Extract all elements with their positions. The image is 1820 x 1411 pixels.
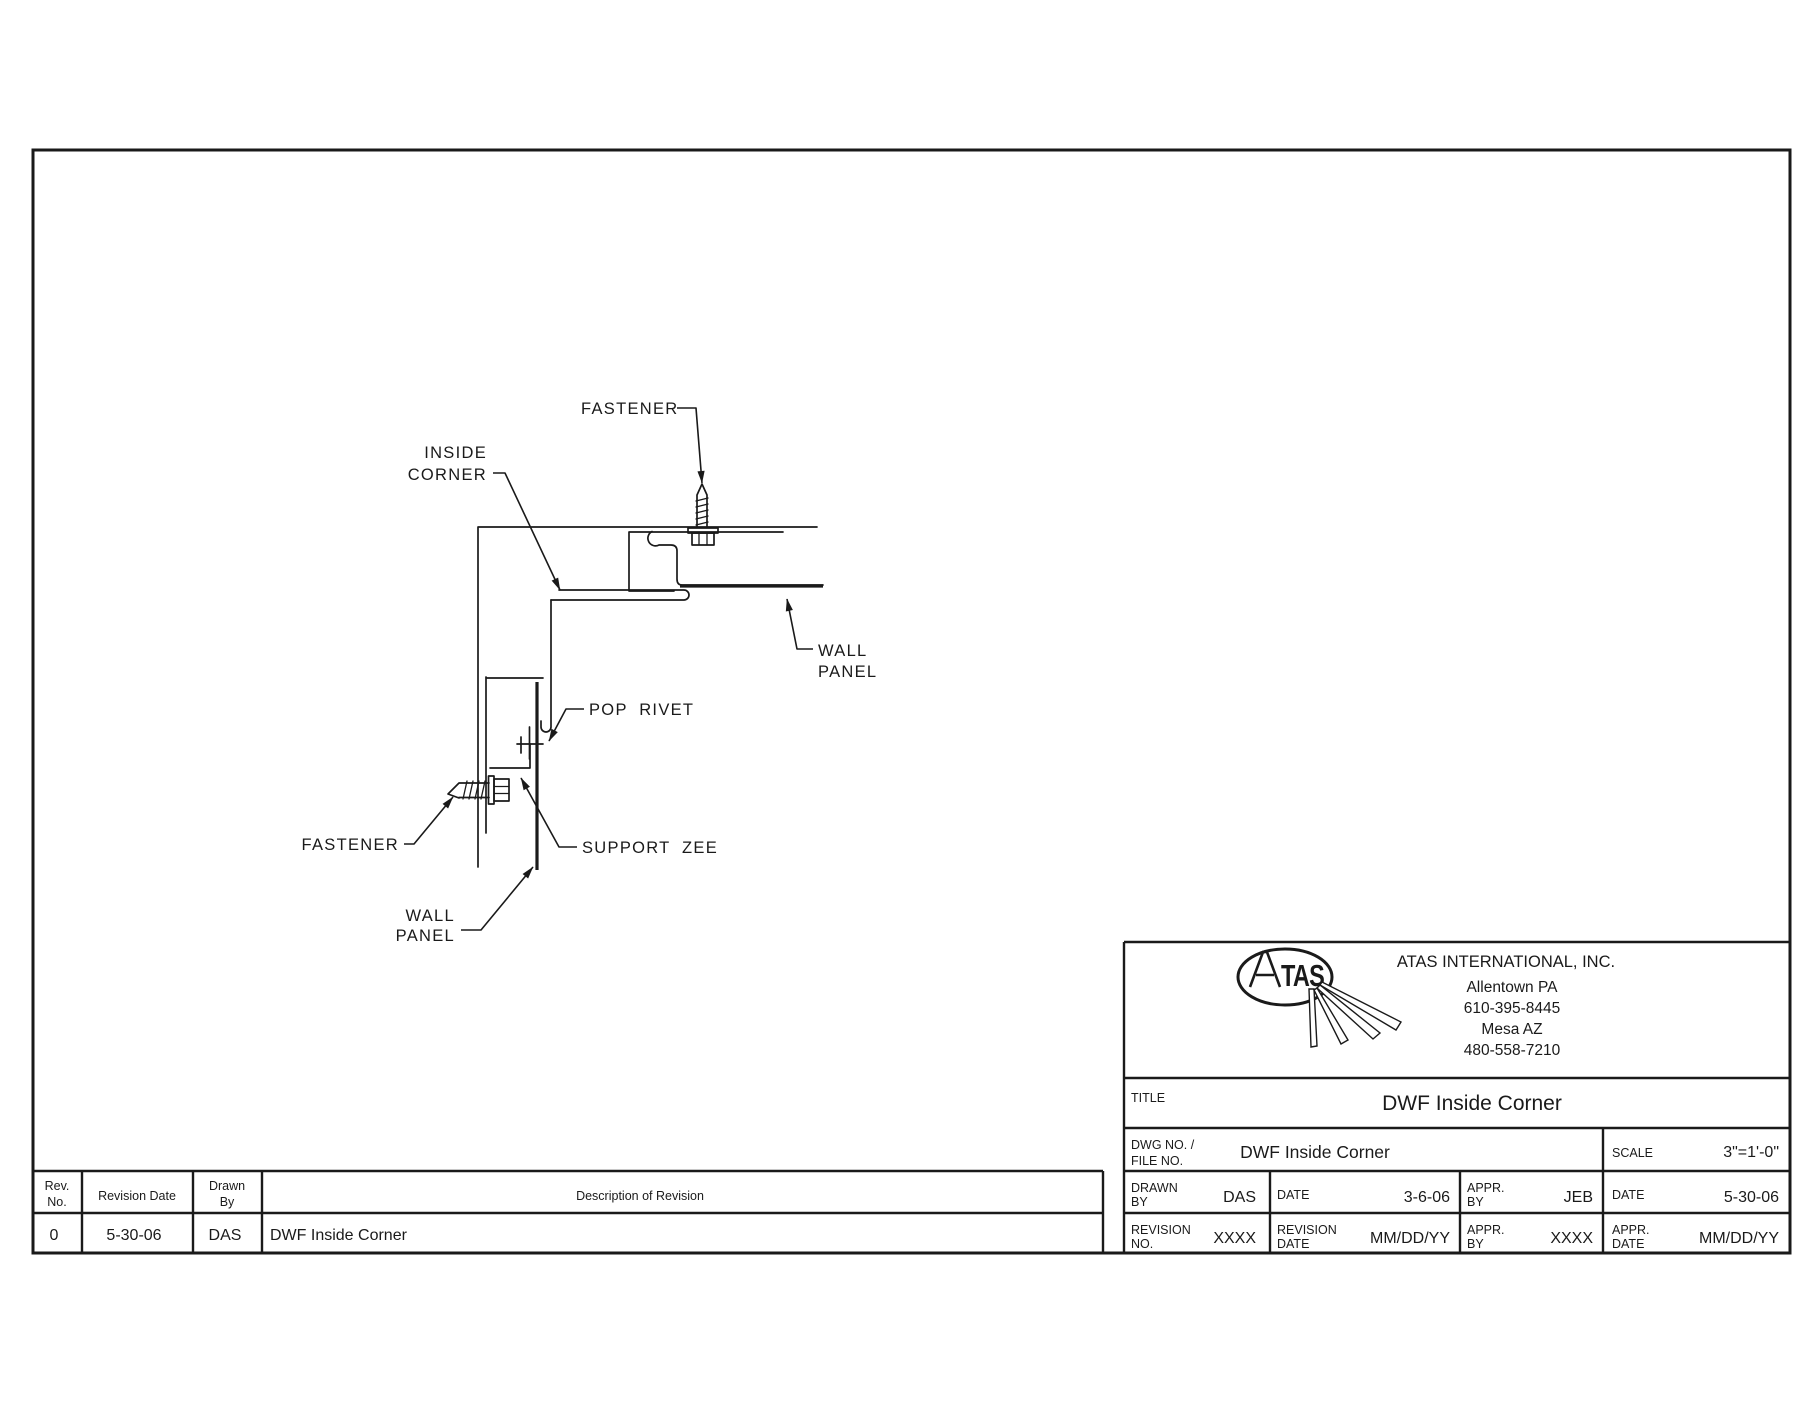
inside-corner-label-line2: CORNER (408, 466, 487, 484)
date-label-2: DATE (1612, 1188, 1644, 1202)
drawn-by-label-line2: BY (1131, 1195, 1148, 1209)
company-name: ATAS INTERNATIONAL, INC. (1397, 953, 1615, 971)
pop-rivet-label: POP RIVET (589, 701, 694, 719)
revision-no-label-line2: NO. (1131, 1237, 1153, 1251)
description-header: Description of Revision (576, 1189, 704, 1203)
revision-row-drawn-by: DAS (209, 1227, 242, 1244)
fastener-screw-bottom (447, 775, 510, 805)
fastener-top-label: FASTENER (581, 400, 679, 418)
scale-label: SCALE (1612, 1146, 1653, 1160)
revision-no-value: XXXX (1213, 1230, 1256, 1247)
wall-panel-right-label-line1: WALL (818, 642, 868, 660)
atas-logo-rays (1308, 981, 1402, 1048)
dwg-no-label-line2: FILE NO. (1131, 1154, 1183, 1168)
appr-by-label-line1: APPR. (1467, 1181, 1505, 1195)
support-zee-profile (485, 676, 544, 834)
revision-no-label-line1: REVISION (1131, 1223, 1191, 1237)
appr-date-label-line1: APPR. (1612, 1223, 1650, 1237)
company-city-1: Allentown PA (1466, 979, 1558, 996)
wall-panel-bottom-label-line1: WALL (405, 907, 455, 925)
date-label-1: DATE (1277, 1188, 1309, 1202)
wall-panel-right-label-line2: PANEL (818, 663, 877, 681)
date-value-2: 5-30-06 (1724, 1189, 1779, 1206)
revision-table-row: 0 5-30-06 DAS DWF Inside Corner (50, 1227, 408, 1244)
page-border (31, 148, 1792, 1255)
atas-logo-letter-a (1248, 950, 1282, 988)
panel-clip-profile (628, 531, 784, 592)
title-block: TAS ATAS INTERNATIONAL, INC. Allentown P… (1122, 940, 1791, 1253)
revision-table-grid (32, 1169, 1105, 1253)
revision-date-header: Revision Date (98, 1189, 176, 1203)
detail-drawing: FASTENER INSIDE CORNER WALL PANEL POP RI… (301, 400, 877, 945)
fastener-bottom-leader-arrow (404, 796, 454, 845)
fastener-top-leader-arrow (677, 407, 705, 484)
drawn-by-label-line1: DRAWN (1131, 1181, 1178, 1195)
rev-no-header-line1: Rev. (45, 1179, 70, 1193)
inside-corner-label-line1: INSIDE (424, 444, 487, 462)
support-zee-leader-arrow (520, 777, 577, 848)
dwg-no-label-line1: DWG NO. / (1131, 1138, 1195, 1152)
wall-panel-right-profile (647, 530, 824, 586)
support-zee-label: SUPPORT ZEE (582, 839, 718, 857)
appr-date-label-line2: DATE (1612, 1237, 1644, 1251)
drawn-by-header-line2: By (220, 1195, 235, 1209)
fastener-screw-top (687, 483, 719, 546)
revision-row-description: DWF Inside Corner (270, 1227, 408, 1244)
title-label: TITLE (1131, 1091, 1165, 1105)
company-phone-1: 610-395-8445 (1464, 1000, 1561, 1017)
fastener-bottom-label: FASTENER (301, 836, 399, 854)
rev-no-header-line2: No. (47, 1195, 66, 1209)
inside-corner-leader-arrow (493, 472, 561, 591)
appr-by2-label-line1: APPR. (1467, 1223, 1505, 1237)
appr-date-value: MM/DD/YY (1699, 1230, 1779, 1247)
drawn-by-header-line1: Drawn (209, 1179, 245, 1193)
scale-value: 3"=1'-0" (1723, 1144, 1779, 1161)
company-phone-2: 480-558-7210 (1464, 1042, 1561, 1059)
revision-row-number: 0 (50, 1227, 59, 1244)
drawn-by-value: DAS (1223, 1189, 1256, 1206)
appr-by-value: JEB (1564, 1189, 1593, 1206)
wall-panel-right-leader-arrow (785, 598, 813, 650)
wall-panel-bottom-label-line2: PANEL (396, 927, 455, 945)
appr-by2-value: XXXX (1550, 1230, 1593, 1247)
appr-by-label-line2: BY (1467, 1195, 1484, 1209)
drawing-title: DWF Inside Corner (1382, 1092, 1562, 1115)
substrate-corner-line (477, 526, 818, 868)
revision-date-value: MM/DD/YY (1370, 1230, 1450, 1247)
corner-trim-horizontal-leg (550, 589, 690, 601)
company-city-2: Mesa AZ (1481, 1021, 1542, 1038)
appr-by2-label-line2: BY (1467, 1237, 1484, 1251)
corner-trim-vertical-leg (540, 599, 552, 733)
revision-row-date: 5-30-06 (106, 1227, 161, 1244)
revision-table: Rev. No. Revision Date Drawn By Descript… (32, 1169, 1105, 1253)
revision-date-label-line2: DATE (1277, 1237, 1309, 1251)
atas-logo: TAS (1236, 947, 1402, 1048)
atas-logo-ellipse (1236, 947, 1334, 1007)
title-block-grid (1122, 940, 1791, 1253)
revision-date-label-line1: REVISION (1277, 1223, 1337, 1237)
date-value-1: 3-6-06 (1404, 1189, 1450, 1206)
wall-panel-bottom-leader-arrow (461, 866, 534, 931)
pop-rivet-symbol (516, 726, 544, 760)
pop-rivet-leader-arrow (548, 708, 584, 742)
dwg-no-value: DWF Inside Corner (1240, 1142, 1390, 1162)
